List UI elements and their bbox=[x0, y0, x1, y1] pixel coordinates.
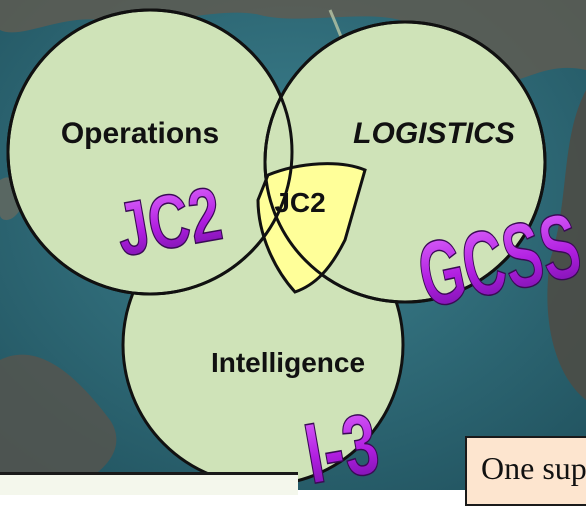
bottom-text-box-edge bbox=[0, 472, 298, 495]
intelligence-system-text: I-3 bbox=[298, 394, 386, 490]
logistics-system-text: GCSS bbox=[410, 194, 586, 328]
operations-system-text: JC2 bbox=[110, 171, 228, 273]
land-mass-east bbox=[547, 90, 586, 400]
logistics-label: LOGISTICS bbox=[353, 117, 515, 150]
caption-box: One supp bbox=[465, 436, 586, 506]
overlap-label: JC2 bbox=[274, 187, 325, 218]
caption-text: One supp bbox=[481, 450, 586, 486]
land-mass-south bbox=[0, 354, 117, 490]
diagram-canvas: JC2 GCSS I-3 Operations LOGISTICS JC2 In… bbox=[0, 0, 586, 490]
operations-label: Operations bbox=[61, 117, 219, 150]
intelligence-label: Intelligence bbox=[211, 347, 365, 378]
